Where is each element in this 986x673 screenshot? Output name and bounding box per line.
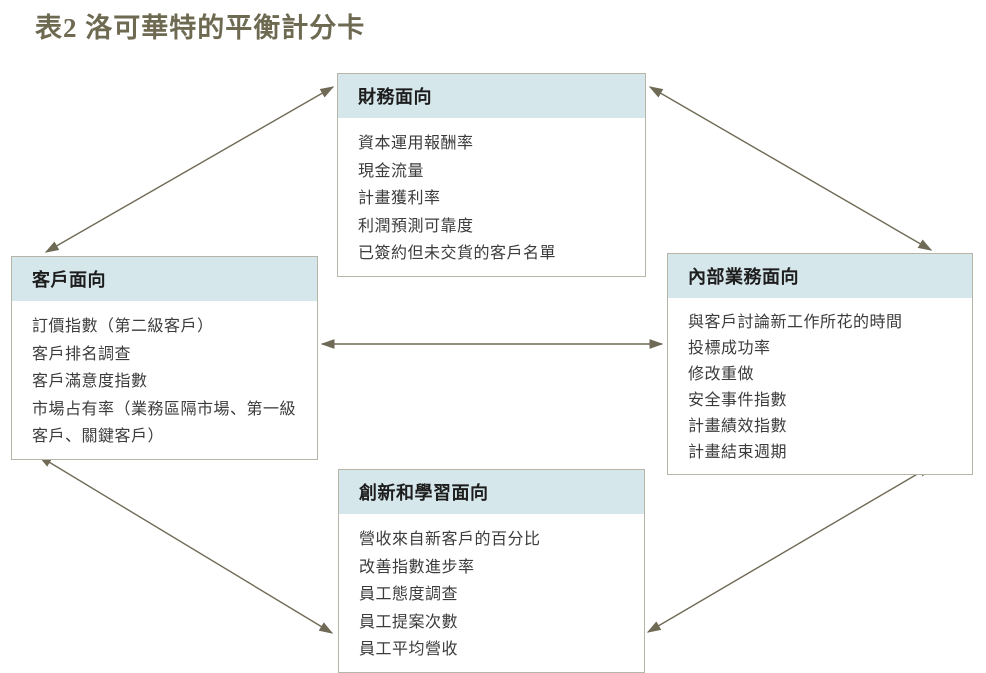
box-customer-body: 訂價指數（第二級客戶） 客戶排名調查 客戶滿意度指數 市場占有率（業務區隔市場、… (12, 301, 317, 459)
list-item: 利潤預測可靠度 (358, 217, 474, 235)
arrow-financial-internal (648, 86, 933, 251)
list-item: 員工態度調查 (359, 586, 459, 603)
box-internal: 內部業務面向 與客戶討論新工作所花的時間 投標成功率 修改重做 安全事件指數 計… (667, 253, 973, 475)
box-financial-body: 資本運用報酬率 現金流量 計畫獲利率 利潤預測可靠度 已簽約但未交貨的客戶名單 (338, 118, 645, 276)
list-item: 改善指數進步率 (359, 558, 475, 576)
list-item: 客戶滿意度指數 (32, 373, 148, 390)
box-innovation-body: 營收來自新客戶的百分比 改善指數進步率 員工態度調查 員工提案次數 員工平均營收 (339, 514, 644, 672)
list-item: 修改重做 (688, 366, 755, 383)
list-item: 計畫結束週期 (688, 444, 788, 461)
box-financial-title: 財務面向 (358, 87, 432, 107)
box-internal-body: 與客戶討論新工作所花的時間 投標成功率 修改重做 安全事件指數 計畫績效指數 計… (668, 298, 972, 474)
box-customer-header: 客戶面向 (12, 257, 317, 301)
list-item: 已簽約但未交貨的客戶名單 (358, 245, 557, 262)
box-innovation-title: 創新和學習面向 (359, 483, 489, 503)
list-item: 訂價指數（第二級客戶） (32, 318, 214, 335)
list-item: 計畫績效指數 (688, 418, 788, 435)
arrow-customer-innovation (37, 455, 334, 634)
list-item: 營收來自新客戶的百分比 (359, 531, 541, 548)
box-innovation-header: 創新和學習面向 (339, 470, 644, 514)
arrow-customer-financial (44, 86, 335, 253)
list-item: 投標成功率 (688, 340, 771, 357)
arrow-innovation-internal (646, 465, 933, 633)
page-title: 表2 洛可華特的平衡計分卡 (35, 13, 366, 43)
list-item: 與客戶討論新工作所花的時間 (688, 314, 903, 331)
box-innovation: 創新和學習面向 營收來自新客戶的百分比 改善指數進步率 員工態度調查 員工提案次… (338, 469, 645, 673)
box-financial: 財務面向 資本運用報酬率 現金流量 計畫獲利率 利潤預測可靠度 已簽約但未交貨的… (337, 73, 646, 277)
list-item: 計畫獲利率 (358, 190, 441, 207)
box-internal-header: 內部業務面向 (668, 254, 972, 298)
list-item: 客戶排名調查 (32, 345, 132, 363)
box-internal-title: 內部業務面向 (688, 267, 799, 287)
box-financial-header: 財務面向 (338, 74, 645, 118)
list-item: 安全事件指數 (688, 392, 788, 409)
list-item: 現金流量 (358, 162, 425, 180)
box-customer: 客戶面向 訂價指數（第二級客戶） 客戶排名調查 客戶滿意度指數 市場占有率（業務… (11, 256, 318, 460)
list-item: 資本運用報酬率 (358, 135, 474, 152)
list-item: 員工提案次數 (359, 613, 459, 631)
box-customer-title: 客戶面向 (32, 270, 106, 290)
list-item: 員工平均營收 (359, 641, 459, 658)
list-item: 市場占有率（業務區隔市場、第一級客戶、關鍵客戶） (32, 400, 297, 446)
